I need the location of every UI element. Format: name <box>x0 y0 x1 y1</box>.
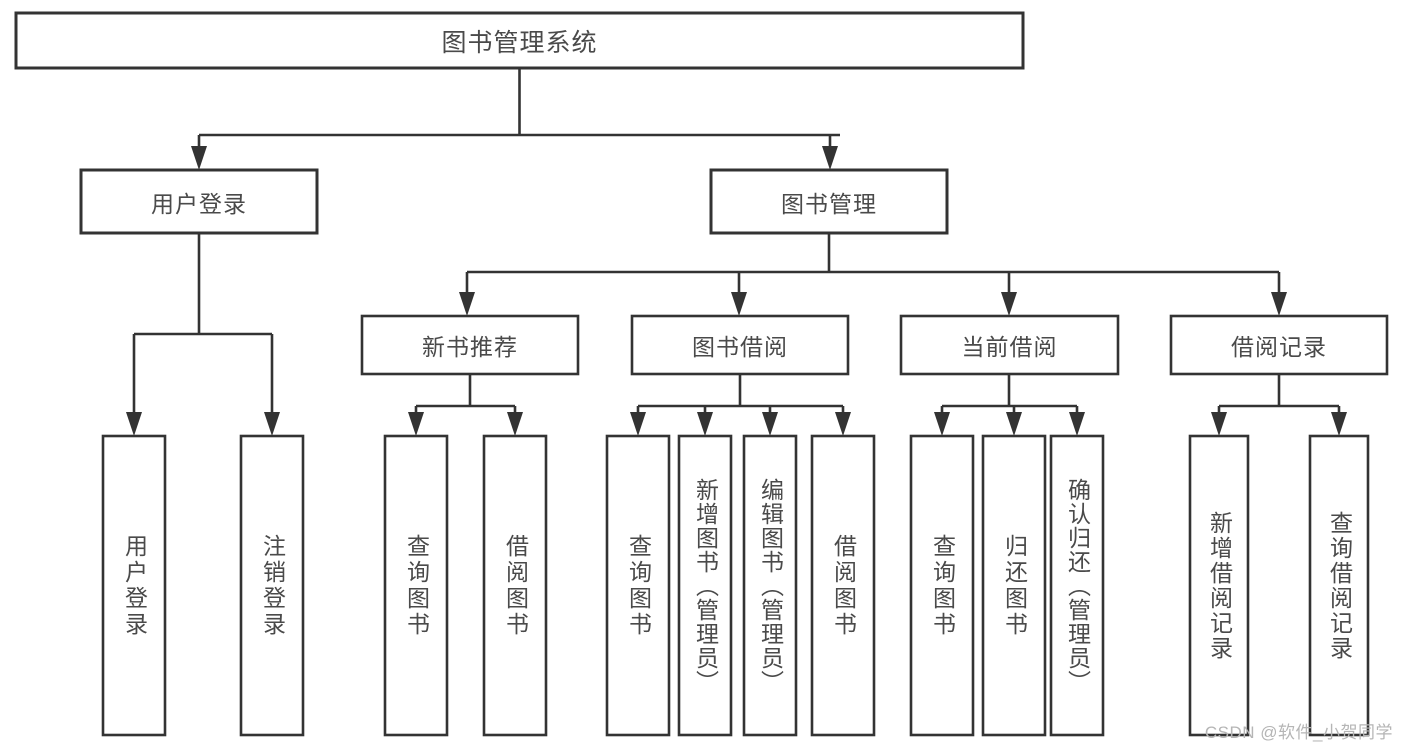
connector-borrow-to-leaves <box>630 374 851 436</box>
connector-current-to-leaves <box>934 374 1085 436</box>
connector-bookmgmt-to-level3 <box>459 233 1287 316</box>
connector-userlogin-to-leaves <box>126 233 280 436</box>
node-box-new-book-recommend[interactable] <box>360 314 580 376</box>
csdn-watermark: CSDN @软件_小贺同学 <box>1204 723 1393 742</box>
leaf-box-11[interactable] <box>1188 434 1250 737</box>
leaf-box-4[interactable] <box>605 434 671 737</box>
leaf-box-12[interactable] <box>1308 434 1370 737</box>
leaf-box-3[interactable] <box>482 434 548 737</box>
connector-newbook-to-leaves <box>408 374 523 436</box>
leaf-box-0[interactable] <box>101 434 167 737</box>
node-box-root[interactable] <box>14 11 1025 70</box>
leaf-box-8[interactable] <box>909 434 975 737</box>
node-box-user-login[interactable] <box>79 168 319 235</box>
leaf-box-5[interactable] <box>677 434 733 737</box>
leaf-box-1[interactable] <box>239 434 305 737</box>
leaf-box-10[interactable] <box>1049 434 1105 737</box>
node-box-borrow-records[interactable] <box>1169 314 1389 376</box>
leaf-box-6[interactable] <box>742 434 798 737</box>
node-box-book-borrow[interactable] <box>630 314 850 376</box>
leaf-box-2[interactable] <box>383 434 449 737</box>
leaf-box-9[interactable] <box>981 434 1047 737</box>
connector-records-to-leaves <box>1211 374 1347 436</box>
node-box-book-management[interactable] <box>709 168 949 235</box>
leaf-box-7[interactable] <box>810 434 876 737</box>
node-box-current-borrow[interactable] <box>899 314 1120 376</box>
connector-root-to-level2 <box>191 68 840 170</box>
